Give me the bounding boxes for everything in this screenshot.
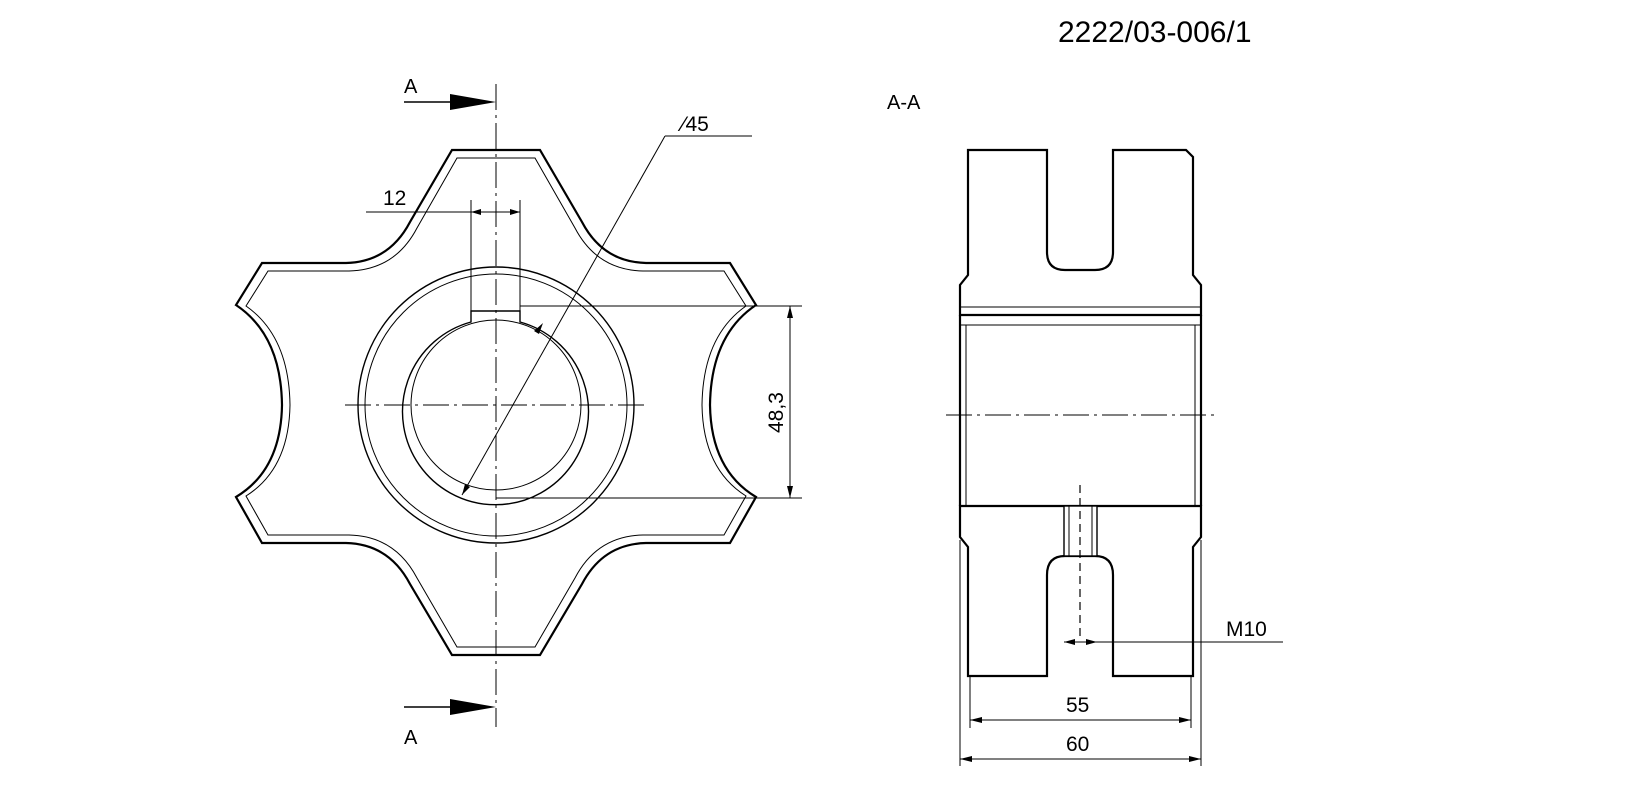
section-label: A-A (887, 92, 921, 114)
drawing-number: 2222/03-006/1 (1058, 16, 1252, 49)
bore-diameter-dimension: ∕45 (677, 113, 709, 136)
section-arrow-bottom (450, 699, 496, 715)
bore-with-keyway (401, 310, 590, 506)
key-width-dimension: 12 (383, 187, 406, 210)
thread-dimension: M10 (1226, 618, 1267, 641)
key-depth-dimension: 48,3 (765, 392, 788, 433)
section-marker-top: A (404, 76, 418, 98)
front-view: A A 12 ∕45 48,3 (234, 76, 802, 749)
section-top-block (958, 148, 1203, 317)
inner-width-dimension: 55 (1066, 694, 1089, 717)
section-view: A-A M10 55 6 (887, 92, 1283, 766)
section-arrow-top (450, 94, 496, 110)
section-marker-bottom: A (404, 727, 418, 749)
overall-width-dimension: 60 (1066, 733, 1089, 756)
